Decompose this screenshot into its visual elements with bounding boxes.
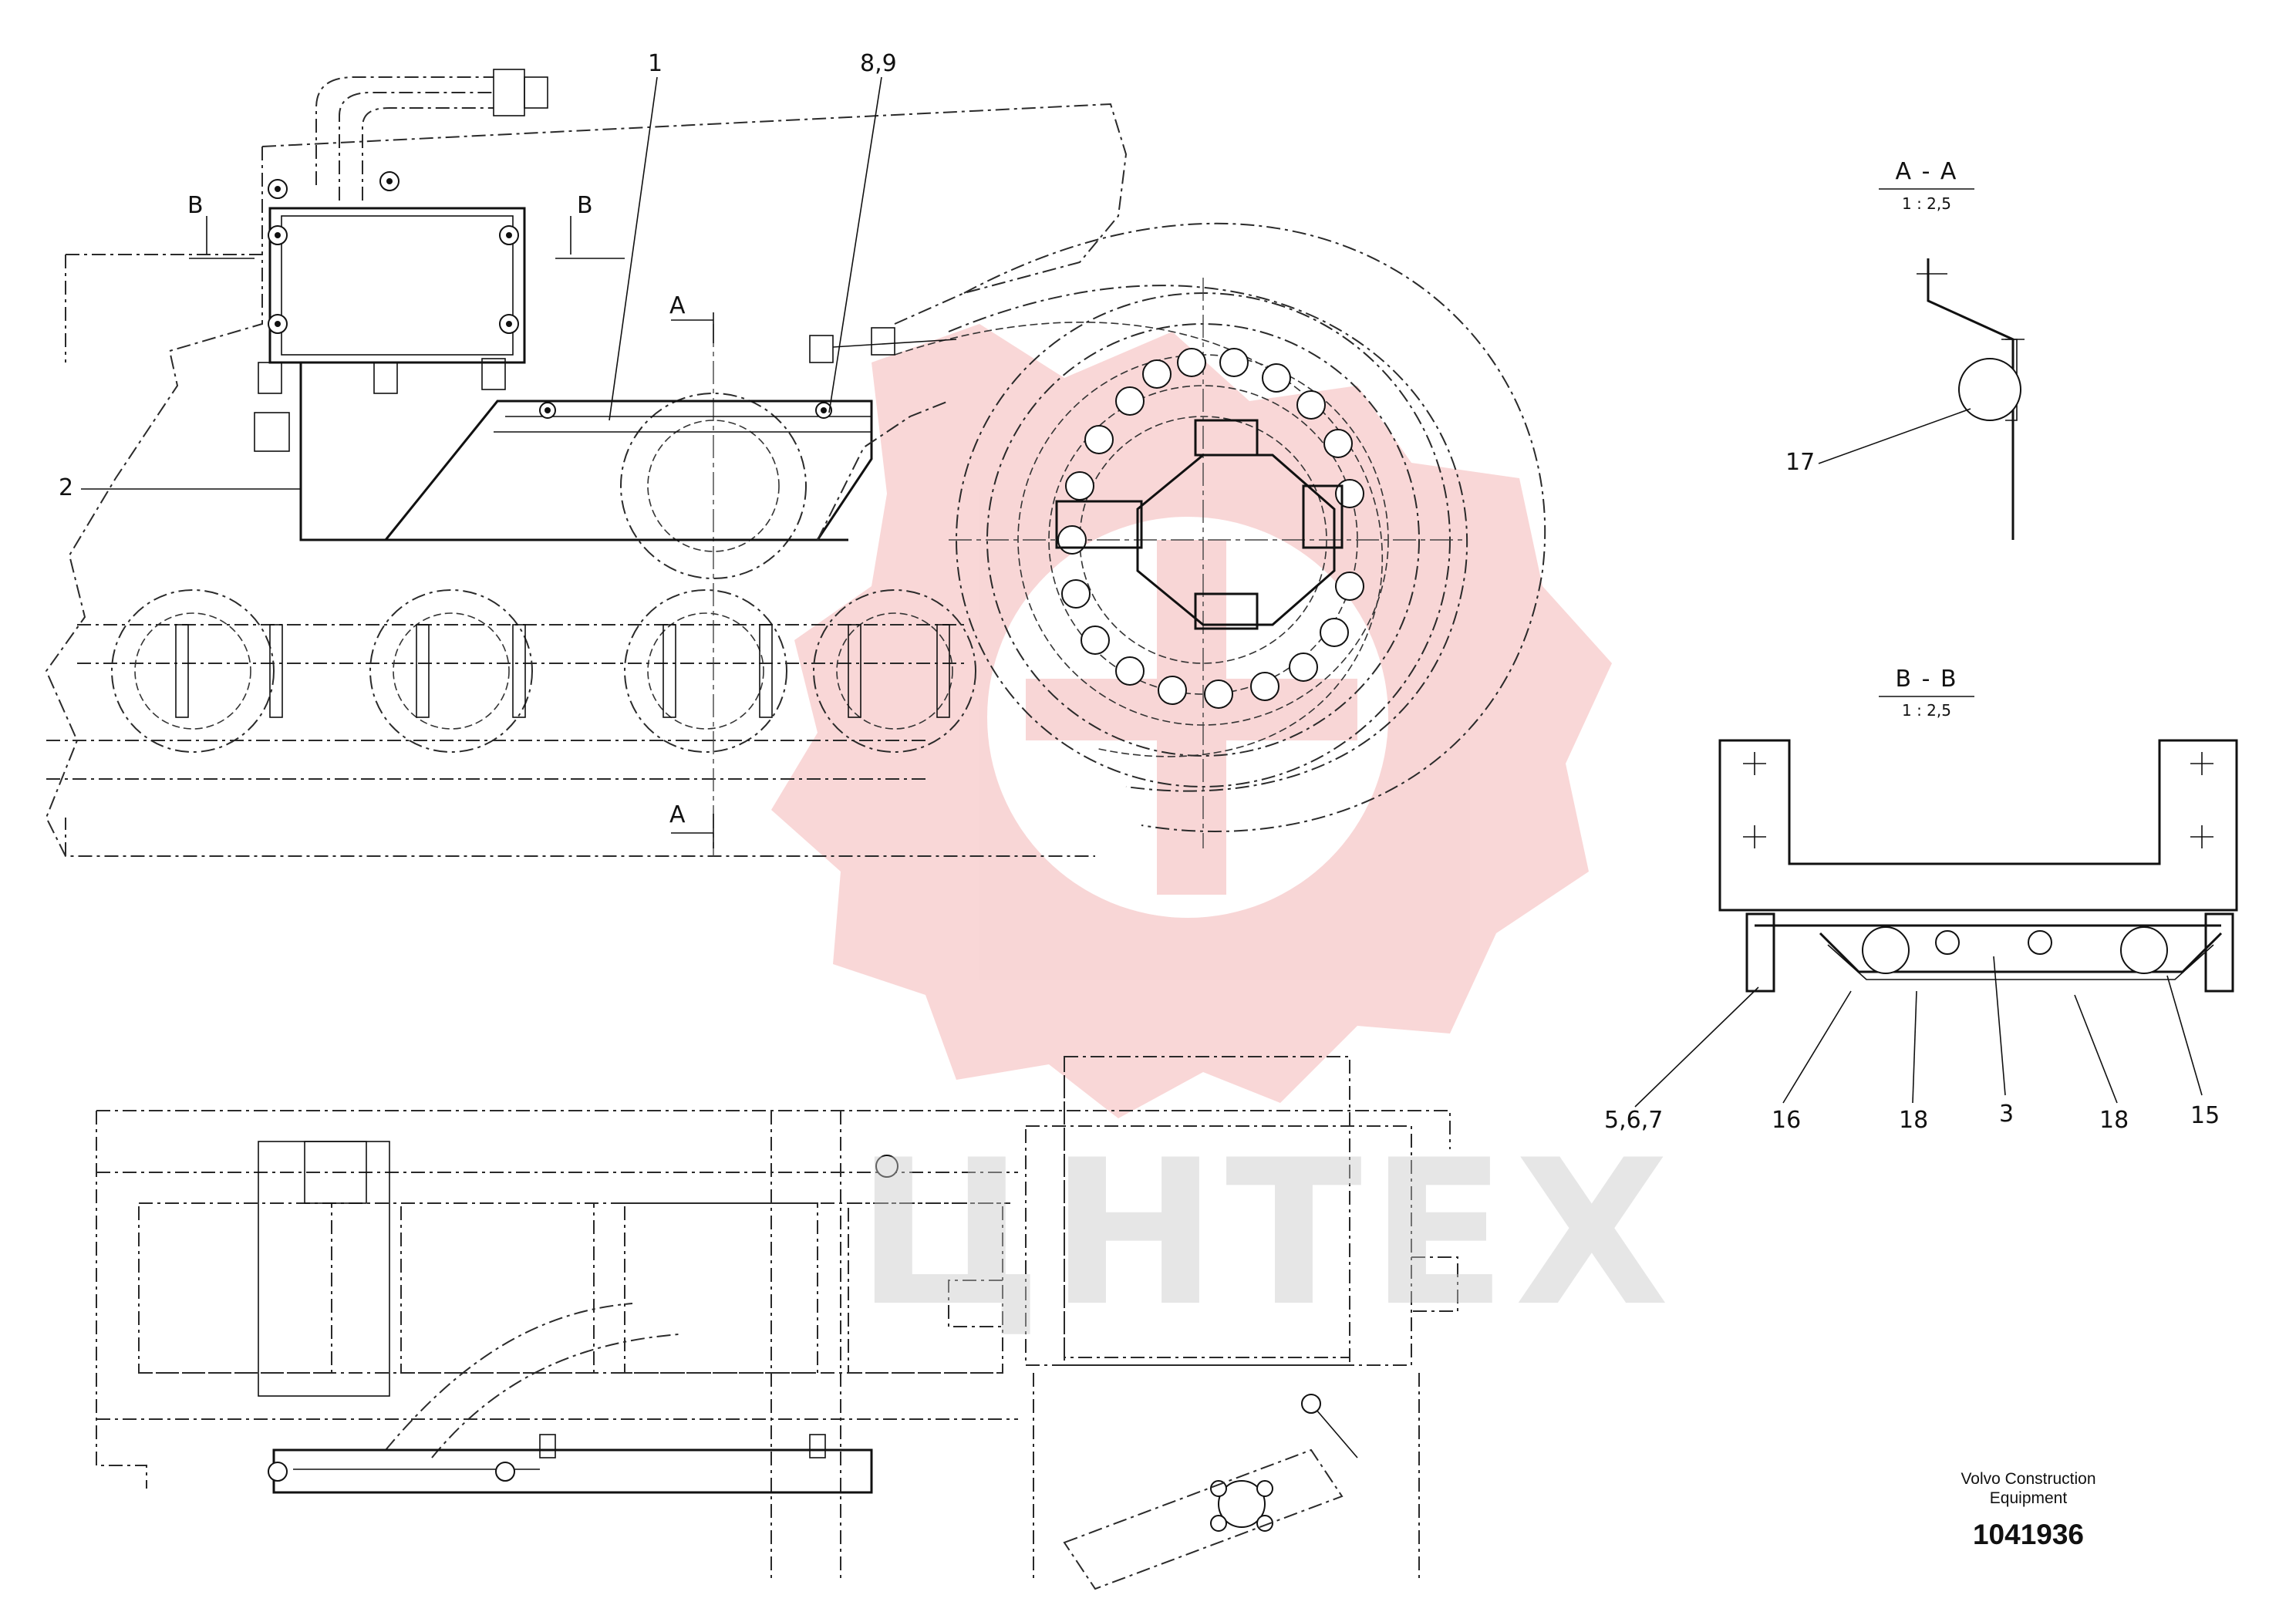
- callout-8-9: 8,9: [860, 50, 897, 77]
- section-aa-title: A - A: [1895, 158, 1958, 185]
- callout-15: 15: [2190, 1102, 2220, 1129]
- section-mark-b-right: B: [577, 192, 593, 219]
- callout-17: 17: [1785, 449, 1816, 476]
- sprocket-bolt-ring: [1057, 348, 1364, 709]
- company-name-line1: Volvo Construction: [1961, 1470, 2096, 1488]
- guard-bracket: [254, 171, 848, 541]
- watermark-text: ЦНТЕХ: [856, 1118, 1677, 1351]
- callout-18-left: 18: [1899, 1107, 1929, 1134]
- side-view: [45, 69, 1546, 857]
- plan-guard-plate: [268, 1394, 1358, 1494]
- section-aa-view: [1818, 188, 2025, 540]
- callout-1: 1: [648, 50, 663, 77]
- callout-3: 3: [1999, 1101, 2014, 1128]
- section-aa-scale: 1 : 2,5: [1902, 194, 1951, 213]
- section-mark-a-top: A: [669, 292, 686, 319]
- drawing-number: 1041936: [1972, 1519, 2085, 1550]
- callout-16: 16: [1772, 1107, 1802, 1134]
- title-block: Volvo Construction Equipment 1041936: [1920, 1469, 2136, 1551]
- section-mark-a-bottom: A: [669, 801, 686, 828]
- callout-5-6-7: 5,6,7: [1604, 1107, 1664, 1134]
- section-lines: [189, 216, 714, 848]
- section-bb-view: [1634, 696, 2238, 1108]
- section-bb-title: B - B: [1895, 666, 1958, 693]
- company-name-line2: Equipment: [1989, 1489, 2068, 1507]
- callout-18-right: 18: [2099, 1107, 2129, 1134]
- guard-plate: [384, 327, 957, 541]
- track-rollers: [111, 589, 976, 753]
- plan-view: [96, 1056, 1458, 1590]
- callout-2: 2: [59, 474, 74, 501]
- watermark-logo: [771, 324, 1612, 1118]
- section-bb-scale: 1 : 2,5: [1902, 701, 1951, 720]
- section-mark-b-left: B: [187, 192, 204, 219]
